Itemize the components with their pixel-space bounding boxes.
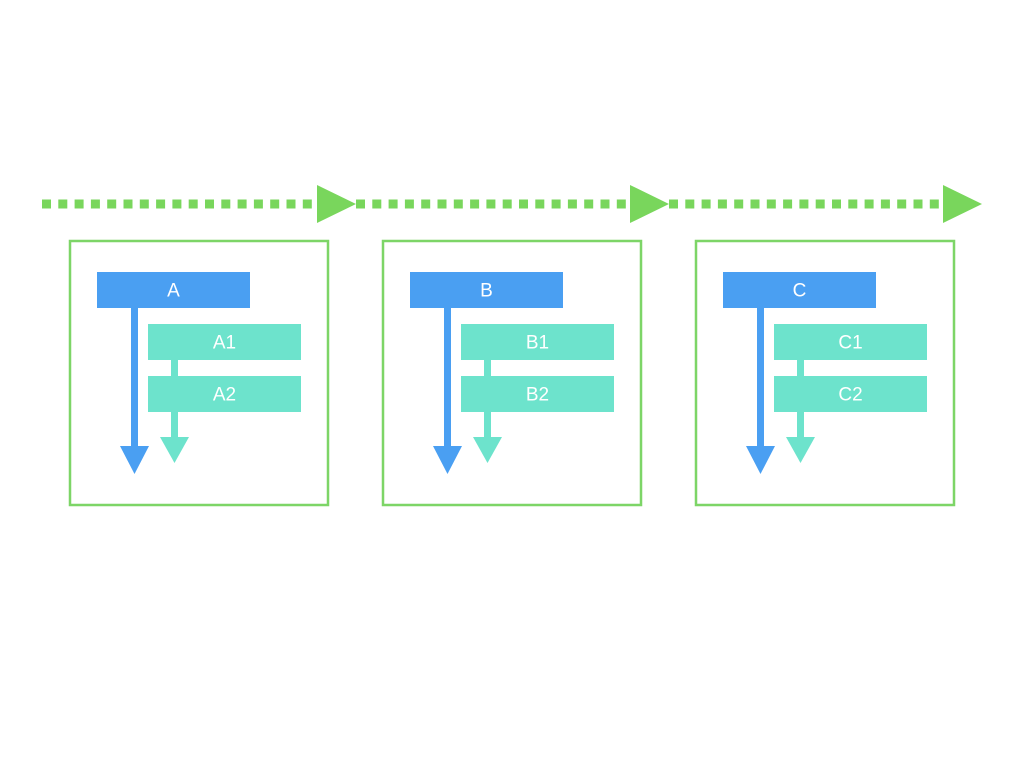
group-b-child-box-1 <box>461 324 614 360</box>
group-a-child-box-1 <box>148 324 301 360</box>
group-c-child-box-1 <box>774 324 927 360</box>
group-b: B B1 B2 <box>381 239 643 507</box>
group-c-frame <box>694 239 956 507</box>
group-b-frame <box>381 239 643 507</box>
group-b-parent-lane <box>444 306 451 448</box>
group-c-parent-lane <box>757 306 764 448</box>
group-b-child-arrowhead <box>473 437 502 463</box>
group-b-parent-arrowhead <box>433 446 462 474</box>
group-a-parent-box <box>97 272 250 308</box>
group-c-parent-label: C <box>793 281 807 302</box>
timeline-arrowhead-3 <box>943 185 982 223</box>
group-c-parent-arrowhead <box>746 446 775 474</box>
group-a-child-label-1: A1 <box>213 333 236 354</box>
timeline-arrowhead-2 <box>630 185 669 223</box>
group-c: C C1 C2 <box>694 239 956 507</box>
timeline <box>42 185 982 223</box>
group-a-child-label-2: A2 <box>213 385 236 406</box>
group-c-child-label-1: C1 <box>838 333 862 354</box>
group-c-child-box-2 <box>774 376 927 412</box>
group-a-parent-lane <box>131 306 138 448</box>
group-a: A A1 A2 <box>68 239 330 507</box>
group-c-parent-box <box>723 272 876 308</box>
group-a-parent-arrowhead <box>120 446 149 474</box>
group-c-child-arrowhead <box>786 437 815 463</box>
group-b-child-label-1: B1 <box>526 333 549 354</box>
group-a-parent-label: A <box>167 281 180 302</box>
group-b-parent-box <box>410 272 563 308</box>
group-c-child-label-2: C2 <box>838 385 862 406</box>
group-a-frame <box>68 239 330 507</box>
group-a-child-box-2 <box>148 376 301 412</box>
group-a-child-arrowhead <box>160 437 189 463</box>
group-b-child-box-2 <box>461 376 614 412</box>
group-b-parent-label: B <box>480 281 493 302</box>
timeline-arrowhead-1 <box>317 185 356 223</box>
group-b-child-label-2: B2 <box>526 385 549 406</box>
